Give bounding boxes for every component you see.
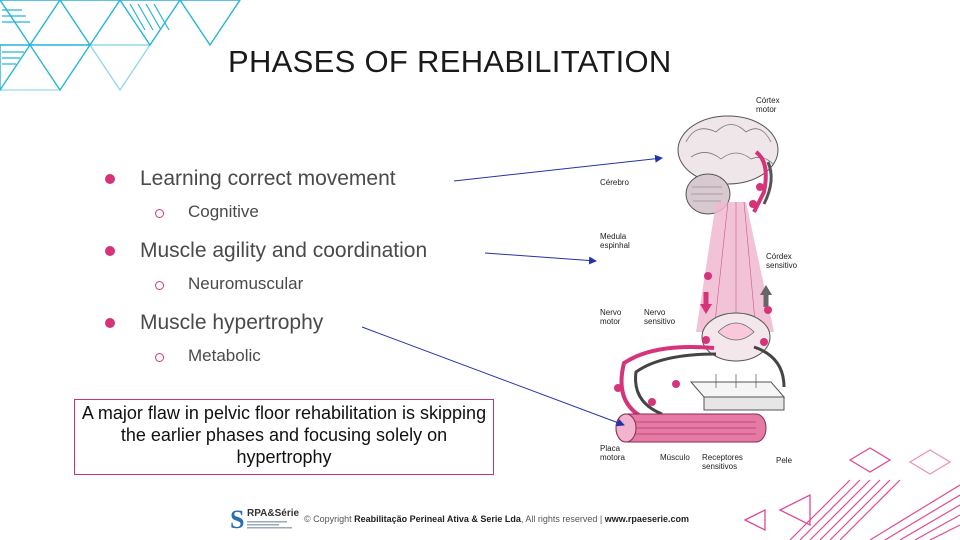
pathway-drawing	[614, 115, 786, 443]
label-placa-motora: Placa motora	[600, 444, 625, 462]
phase-label: Muscle agility and coordination	[140, 239, 428, 262]
label-cortex-motor: Córtex motor	[756, 96, 780, 114]
footer: S RPA&Série © Copyright Reabilitação Per…	[230, 505, 770, 534]
label-medula: Medula espinhal	[600, 232, 630, 250]
bullet-dot-icon	[105, 174, 115, 184]
corner-decoration-top-left	[0, 0, 241, 92]
phase-sub-label: Metabolic	[188, 346, 261, 365]
label-receptores: Receptores sensitivos	[702, 453, 743, 471]
label-musculo: Músculo	[660, 453, 690, 462]
phase-label: Muscle hypertrophy	[140, 311, 324, 334]
label-nervo-sensitivo: Nervo sensitivo	[644, 308, 676, 326]
label-cerebro: Cérebro	[600, 178, 629, 187]
phase-sub-label: Cognitive	[188, 202, 259, 221]
rights-text: , All rights reserved |	[520, 514, 605, 524]
phase-item-agility: Muscle agility and coordination	[105, 237, 525, 273]
copyright-text: © Copyright Reabilitação Perineal Ativa …	[304, 514, 689, 524]
logo-mark-icon: S	[230, 505, 245, 534]
label-pele: Pele	[776, 456, 793, 465]
copyright-prefix: © Copyright	[304, 514, 355, 524]
phase-item-learning: Learning correct movement	[105, 165, 525, 201]
label-cortex-sensitivo: Córdex sensitivo	[766, 252, 798, 270]
logo-text: RPA&Série	[247, 508, 300, 519]
phase-sub-label: Neuromuscular	[188, 274, 304, 293]
phase-list: Learning correct movement Cognitive Musc…	[105, 165, 525, 381]
neuromuscular-pathway-illustration: Córtex motor Cérebro Medula espinhal Cór…	[596, 92, 800, 472]
phase-item-hypertrophy: Muscle hypertrophy	[105, 309, 525, 345]
bullet-ring-icon	[155, 281, 164, 290]
phase-label: Learning correct movement	[140, 167, 396, 190]
label-nervo-motor: Nervo motor	[600, 308, 622, 326]
bullet-ring-icon	[155, 209, 164, 218]
logo-tagline-decoration	[247, 521, 292, 529]
phase-sub-item-neuromuscular: Neuromuscular	[105, 273, 525, 309]
warning-note-box: A major flaw in pelvic floor rehabilitat…	[74, 399, 494, 475]
bullet-dot-icon	[105, 318, 115, 328]
slide-title: PHASES OF REHABILITATION	[228, 44, 672, 79]
phase-sub-item-cognitive: Cognitive	[105, 201, 525, 237]
bullet-ring-icon	[155, 353, 164, 362]
phase-sub-item-metabolic: Metabolic	[105, 345, 525, 381]
company-name: Reabilitação Perineal Ativa & Serie Lda	[354, 514, 521, 524]
bullet-dot-icon	[105, 246, 115, 256]
website-link[interactable]: www.rpaeserie.com	[604, 514, 689, 524]
corner-decoration-bottom-right	[743, 447, 960, 540]
